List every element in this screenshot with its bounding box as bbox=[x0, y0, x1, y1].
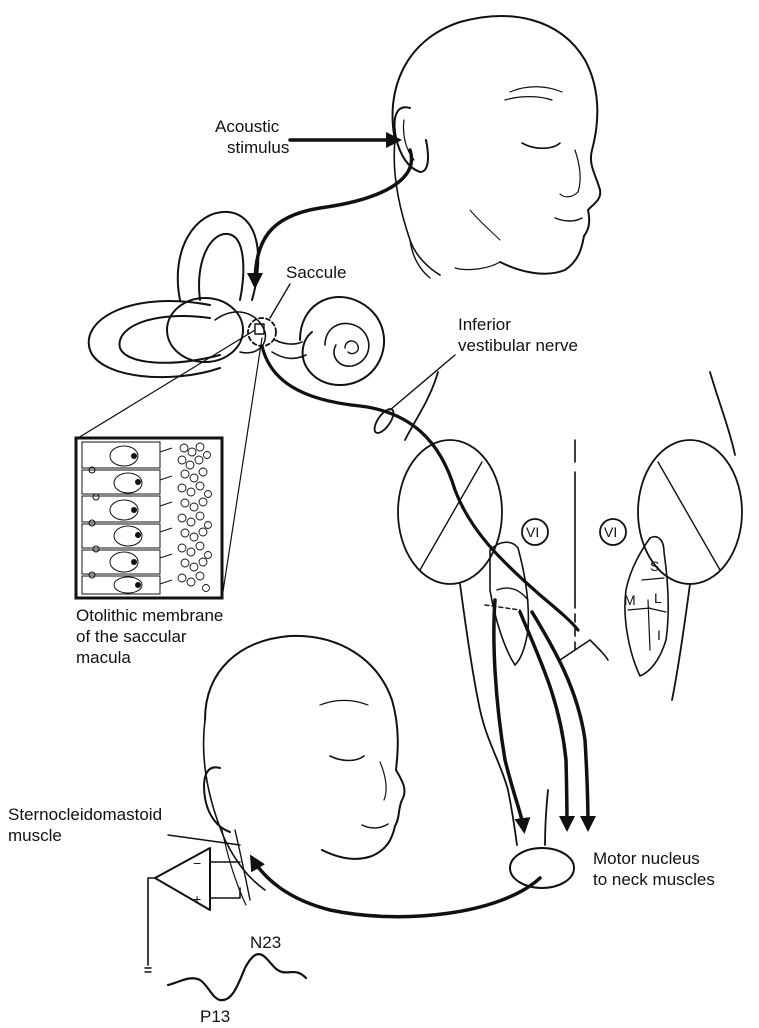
upper-head-illustration bbox=[393, 16, 601, 278]
nerve-label-2: vestibular nerve bbox=[458, 336, 578, 355]
nerve-leader-line bbox=[390, 355, 455, 410]
nucleus-inferior-label: I bbox=[657, 627, 661, 643]
p13-label: P13 bbox=[200, 1007, 230, 1026]
lower-head-illustration bbox=[204, 636, 405, 905]
scm-label-2: muscle bbox=[8, 826, 62, 845]
vemp-waveform bbox=[168, 954, 306, 1000]
vi-right-label: VI bbox=[604, 524, 617, 540]
acoustic-stimulus-label-2: stimulus bbox=[227, 138, 289, 157]
nucleus-lateral-label: L bbox=[654, 590, 662, 606]
scm-label-1: Sternocleidomastoid bbox=[8, 805, 162, 824]
otolithic-membrane-inset bbox=[76, 330, 262, 598]
nerve-label-1: Inferior bbox=[458, 315, 511, 334]
nucleus-superior-label: S bbox=[650, 558, 659, 574]
amp-minus-label: − bbox=[193, 855, 201, 871]
motor-nucleus-ellipse bbox=[510, 848, 574, 888]
saccule-label: Saccule bbox=[286, 263, 346, 282]
otolithic-label-2: of the saccular bbox=[76, 627, 187, 646]
motor-nucleus-label-1: Motor nucleus bbox=[593, 849, 700, 868]
vi-left-label: VI bbox=[526, 524, 539, 540]
n23-label: N23 bbox=[250, 933, 281, 952]
otolithic-label-1: Otolithic membrane bbox=[76, 606, 223, 625]
brainstem-section bbox=[398, 372, 742, 845]
efferent-to-neck-arrow bbox=[252, 858, 540, 917]
motor-nucleus-label-2: to neck muscles bbox=[593, 870, 715, 889]
descending-pathways bbox=[494, 600, 588, 830]
inferior-vestibular-nerve-path bbox=[262, 346, 578, 630]
amp-plus-label: + bbox=[193, 891, 201, 907]
inner-ear-labyrinth bbox=[89, 212, 384, 385]
acoustic-stimulus-label-1: Acoustic bbox=[215, 117, 280, 136]
nucleus-medial-label: M bbox=[624, 592, 636, 608]
otolithic-label-3: macula bbox=[76, 648, 131, 667]
saccule-leader-line bbox=[270, 284, 290, 318]
scm-leader-line bbox=[168, 835, 240, 845]
